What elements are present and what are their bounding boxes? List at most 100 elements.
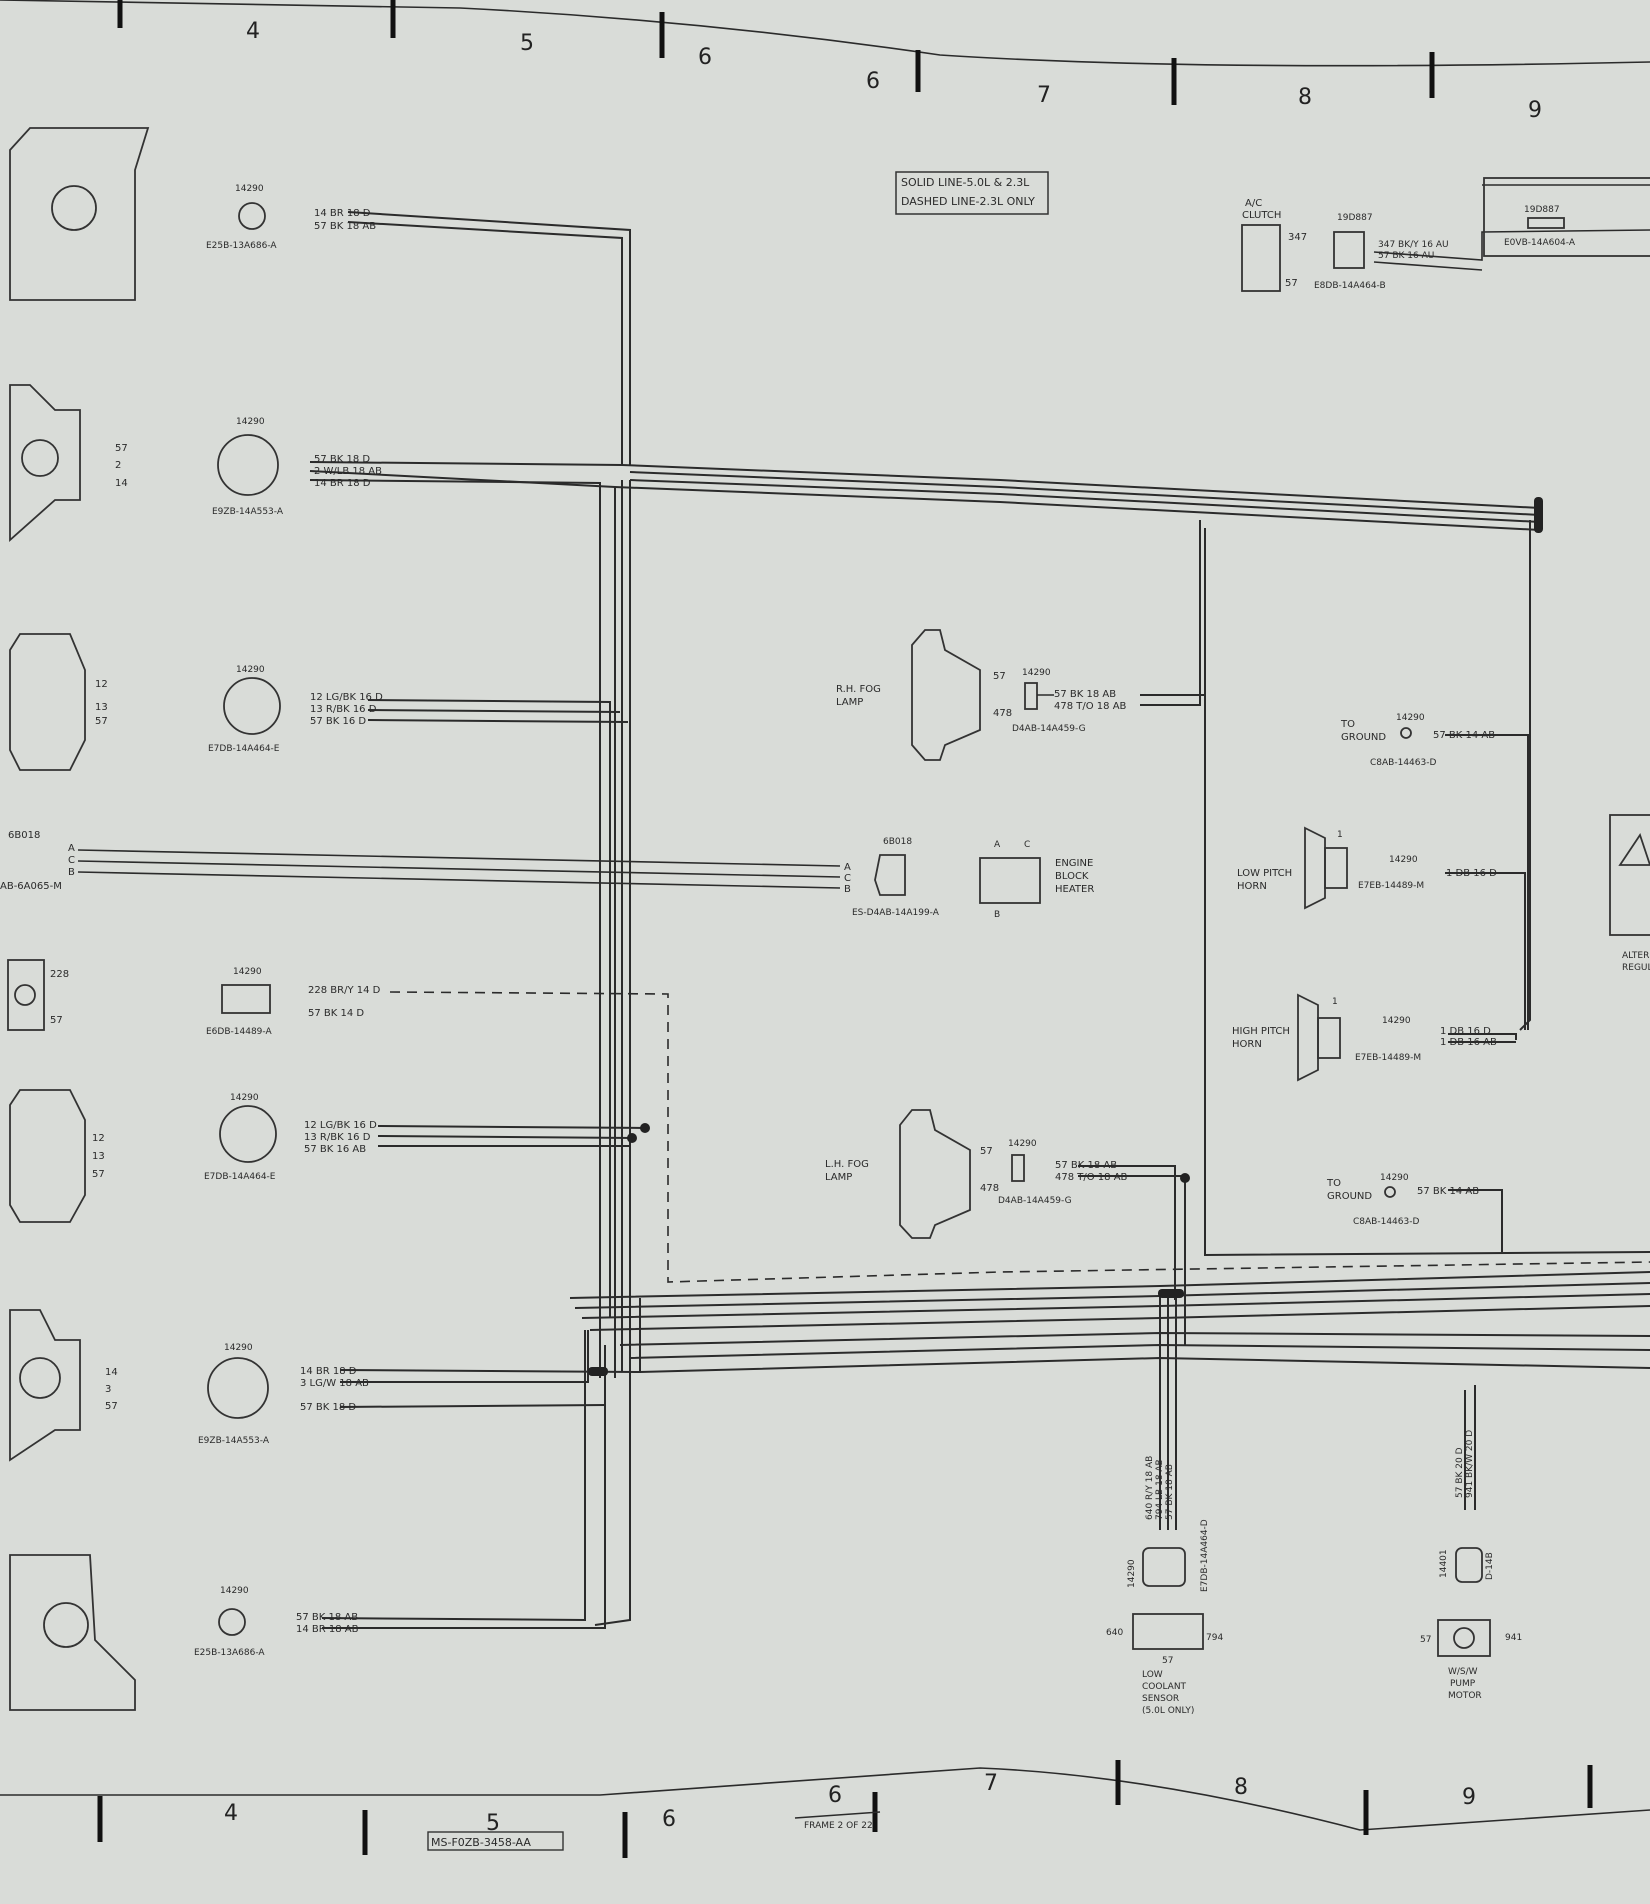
splice-dot — [1180, 1173, 1190, 1183]
svg-text:57 BK 18 AB: 57 BK 18 AB — [1055, 1160, 1117, 1171]
splice-dot — [640, 1123, 650, 1133]
zone-label: 4 — [246, 19, 260, 44]
svg-text:LAMP: LAMP — [836, 697, 863, 708]
svg-text:13 R/BK 16 D: 13 R/BK 16 D — [310, 704, 377, 715]
svg-text:SOLID LINE-5.0L & 2.3L: SOLID LINE-5.0L & 2.3L — [901, 176, 1030, 189]
rh-fog-lamp: R.H. FOG LAMP 57 478 14290 D4AB-14A459-G… — [836, 629, 1127, 761]
connector-7: 14290 E9ZB-14A553-A 14 BR 18 D 3 LG/W 18… — [198, 1343, 369, 1446]
svg-text:ALTER: ALTER — [1622, 951, 1649, 961]
svg-text:14290: 14290 — [236, 417, 265, 427]
svg-text:478 T/O 18 AB: 478 T/O 18 AB — [1054, 701, 1127, 712]
svg-text:19D887: 19D887 — [1337, 213, 1373, 223]
svg-text:228 BR/Y 14 D: 228 BR/Y 14 D — [308, 985, 381, 996]
ac-clutch: A/C CLUTCH 347 57 19D887 E8DB-14A464-B 3… — [1241, 198, 1449, 292]
svg-text:DASHED LINE-2.3L ONLY: DASHED LINE-2.3L ONLY — [901, 195, 1035, 208]
svg-text:B: B — [844, 884, 851, 895]
svg-text:R.H. FOG: R.H. FOG — [836, 684, 881, 695]
washer-pump-motor: 57 BK 20 D 941 BK/W 20 D 14401 D-14B 57 … — [1420, 1430, 1522, 1701]
svg-text:13 R/BK 16 D: 13 R/BK 16 D — [304, 1132, 371, 1143]
svg-text:14290: 14290 — [236, 665, 265, 675]
svg-text:E9ZB-14A553-A: E9ZB-14A553-A — [212, 507, 284, 517]
lamp-housing-1 — [9, 127, 150, 301]
connector-icon — [217, 434, 279, 496]
line-style-note: SOLID LINE-5.0L & 2.3L DASHED LINE-2.3L … — [895, 171, 1049, 215]
svg-text:941: 941 — [1505, 1633, 1522, 1643]
bulb-icon — [21, 439, 59, 477]
svg-text:A: A — [68, 843, 75, 854]
svg-text:B: B — [994, 910, 1000, 920]
svg-text:57: 57 — [1285, 278, 1298, 289]
svg-text:57 BK 18 AB: 57 BK 18 AB — [1165, 1464, 1175, 1520]
svg-text:14290: 14290 — [1008, 1139, 1037, 1149]
bottom-border: 4 5 6 6 7 8 9 MS-F0ZB-3458-AA FRAME 2 OF… — [0, 1760, 1650, 1858]
svg-text:3: 3 — [105, 1384, 111, 1395]
svg-text:ENGINE: ENGINE — [1055, 858, 1093, 869]
svg-text:E25B-13A686-A: E25B-13A686-A — [206, 241, 277, 251]
svg-text:57: 57 — [1420, 1635, 1431, 1645]
svg-text:478: 478 — [980, 1183, 999, 1194]
connector-icon — [1142, 1547, 1186, 1587]
svg-text:347: 347 — [1288, 232, 1307, 243]
horn-icon — [1297, 993, 1319, 1082]
svg-text:CLUTCH: CLUTCH — [1242, 210, 1281, 221]
svg-text:57 BK 18 D: 57 BK 18 D — [314, 454, 370, 465]
clutch-box — [1241, 224, 1281, 292]
svg-text:13: 13 — [95, 702, 108, 713]
svg-text:14290: 14290 — [1022, 668, 1051, 678]
high-pitch-horn: HIGH PITCH HORN 1 14290 E7EB-14489-M 1 D… — [1232, 993, 1497, 1082]
zone-label: 8 — [1234, 1775, 1248, 1800]
svg-text:57 BK 14 D: 57 BK 14 D — [308, 1008, 364, 1019]
svg-text:478: 478 — [993, 708, 1012, 719]
bulb-icon — [51, 185, 97, 231]
svg-text:LAMP: LAMP — [825, 1172, 852, 1183]
svg-text:LOW PITCH: LOW PITCH — [1237, 868, 1292, 879]
svg-text:14290: 14290 — [1396, 713, 1425, 723]
connector-1: 14290 E25B-13A686-A 14 BR 18 D 57 BK 18 … — [206, 184, 376, 251]
lamp-housing-6 — [9, 1089, 86, 1223]
lh-fog-lamp: L.H. FOG LAMP 57 478 14290 D4AB-14A459-G… — [825, 1109, 1128, 1239]
svg-text:PUMP: PUMP — [1450, 1679, 1476, 1689]
svg-text:14290: 14290 — [235, 184, 264, 194]
zone-label: 5 — [520, 31, 534, 56]
bulb-icon — [43, 1602, 89, 1648]
svg-text:2: 2 — [115, 460, 121, 471]
svg-text:14290: 14290 — [220, 1586, 249, 1596]
svg-text:GROUND: GROUND — [1327, 1191, 1372, 1202]
zone-label: 6 — [828, 1783, 842, 1808]
svg-text:B: B — [68, 867, 75, 878]
svg-text:12: 12 — [95, 679, 108, 690]
svg-text:D-14B: D-14B — [1485, 1552, 1495, 1580]
svg-text:12 LG/BK 16 D: 12 LG/BK 16 D — [310, 692, 383, 703]
svg-text:14290: 14290 — [224, 1343, 253, 1353]
zone-label: 7 — [1037, 83, 1051, 108]
harness-wires — [77, 184, 1650, 1629]
svg-text:1: 1 — [1337, 830, 1343, 840]
svg-text:57 BK 14 AB: 57 BK 14 AB — [1433, 730, 1495, 741]
svg-text:D4AB-14A459-G: D4AB-14A459-G — [998, 1196, 1072, 1206]
motor-icon — [1453, 1627, 1475, 1649]
stator-icon — [1618, 832, 1650, 866]
motor-box — [7, 959, 45, 1031]
pump-body — [1437, 1619, 1491, 1657]
connector-icon — [207, 1357, 269, 1419]
svg-text:14 BR 18 D: 14 BR 18 D — [314, 478, 371, 489]
svg-text:57 BK 18 AB: 57 BK 18 AB — [296, 1612, 358, 1623]
svg-text:14: 14 — [105, 1367, 118, 1378]
svg-text:E7DB-14A464-E: E7DB-14A464-E — [208, 744, 280, 754]
splice-dot — [627, 1133, 637, 1143]
svg-text:57: 57 — [993, 671, 1006, 682]
svg-text:57 BK 16 AB: 57 BK 16 AB — [304, 1144, 366, 1155]
svg-text:E7DB-14A464-E: E7DB-14A464-E — [204, 1172, 276, 1182]
svg-text:57: 57 — [50, 1015, 63, 1026]
harness-splice — [588, 1367, 608, 1376]
svg-text:3 LG/W 18 AB: 3 LG/W 18 AB — [300, 1378, 369, 1389]
svg-text:C: C — [1024, 840, 1030, 850]
zone-label: 6 — [662, 1807, 676, 1832]
svg-text:941 BK/W 20 D: 941 BK/W 20 D — [1465, 1430, 1475, 1498]
svg-text:14290: 14290 — [1127, 1559, 1137, 1588]
svg-text:E6DB-14489-A: E6DB-14489-A — [206, 1027, 272, 1037]
svg-text:14290: 14290 — [230, 1093, 259, 1103]
ground-icon — [1400, 727, 1412, 739]
svg-text:HORN: HORN — [1232, 1039, 1262, 1050]
